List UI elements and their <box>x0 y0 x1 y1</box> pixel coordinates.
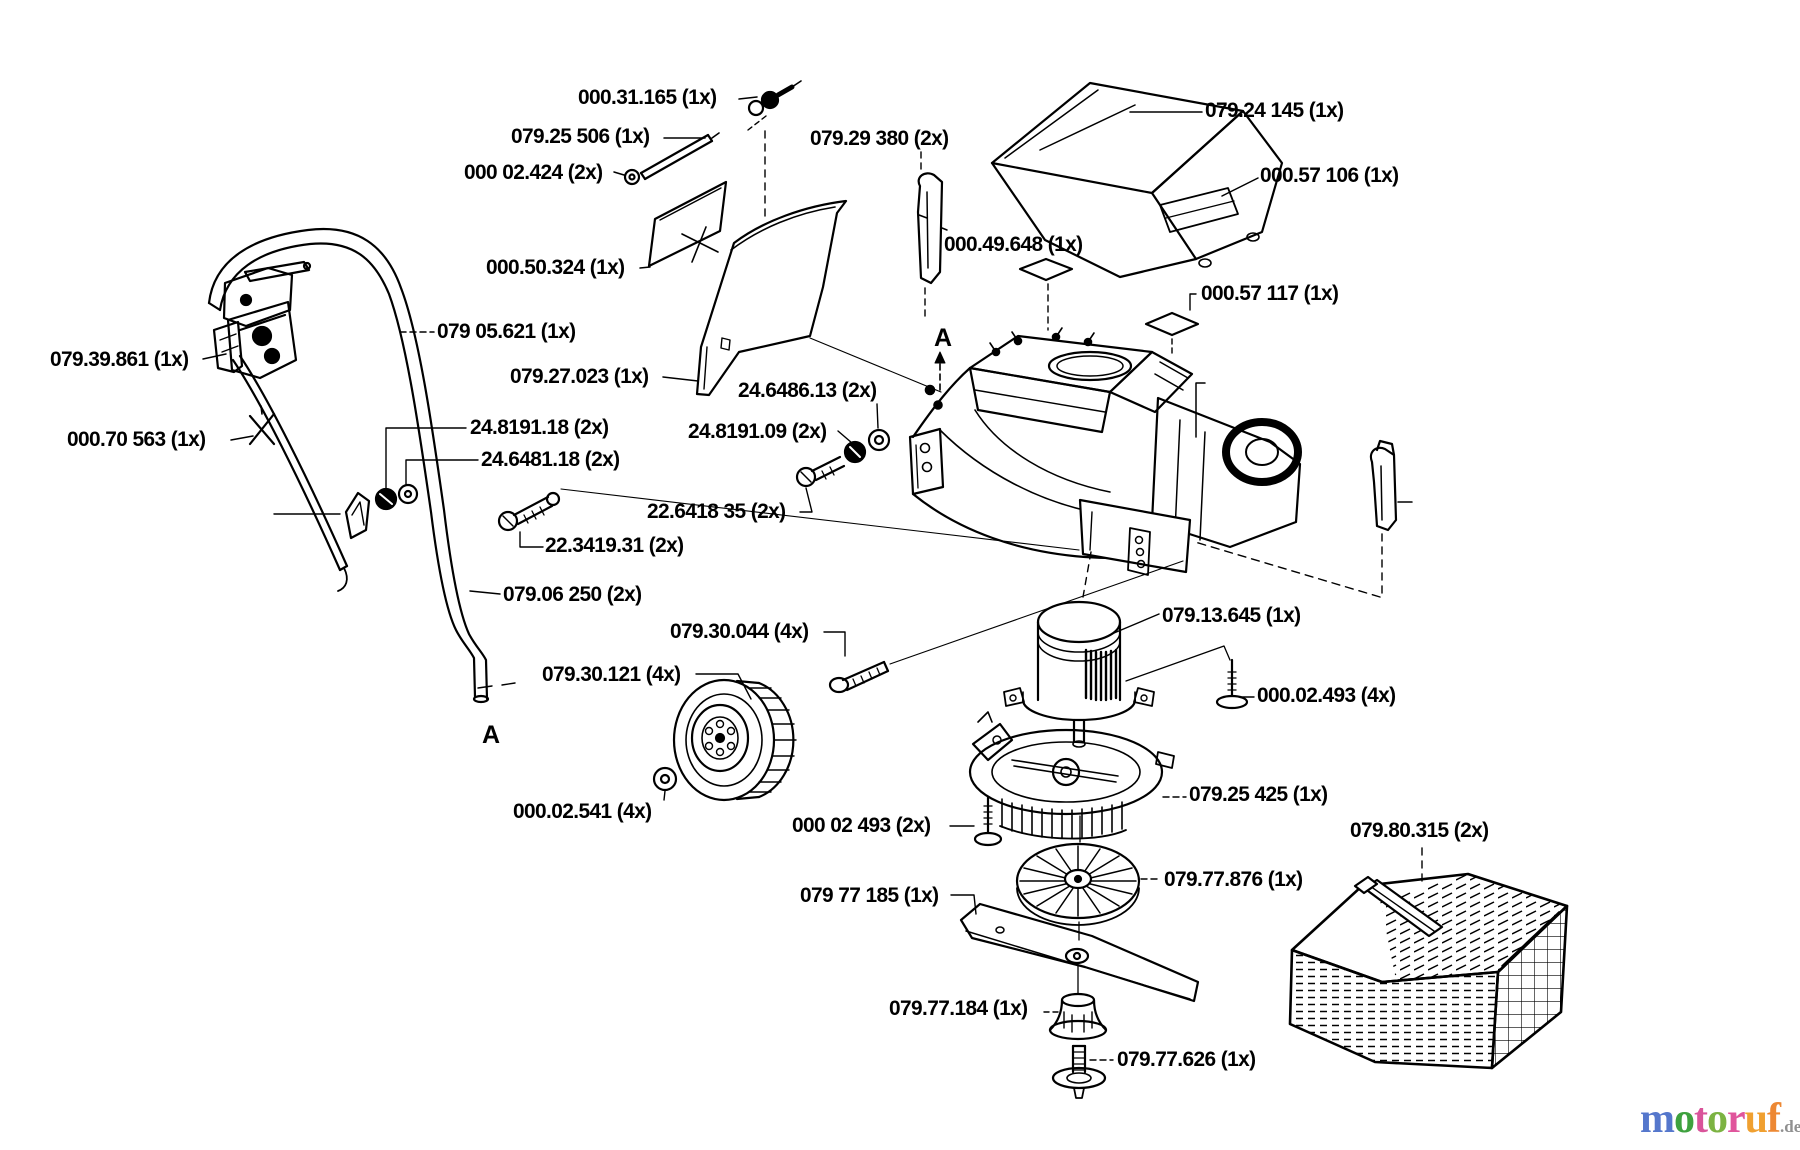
clip-079-29-379-art <box>1194 439 1398 598</box>
part-label: 079 77 185 (1x) <box>800 883 939 907</box>
watermark-suffix: .de <box>1780 1117 1800 1136</box>
part-label: 000.49.648 (1x) <box>944 232 1083 256</box>
switch-housing-art <box>212 260 312 380</box>
part-label: 079.13.645 (1x) <box>1162 603 1301 627</box>
cable-art <box>231 354 349 592</box>
part-label: 000.50.324 (1x) <box>486 255 625 279</box>
gasket-diamond-2-art <box>1144 293 1200 355</box>
part-label: 24.6481.18 (2x) <box>481 447 620 471</box>
watermark-letter: u <box>1744 1096 1768 1142</box>
deck-housing-art <box>908 327 1302 576</box>
part-label: 079.30.044 (4x) <box>670 619 809 643</box>
watermark-letter: m <box>1640 1096 1675 1142</box>
part-label: 079.39.861 (1x) <box>50 347 189 371</box>
axle-bolt-art <box>823 560 1184 694</box>
part-label: 000 02 493 (2x) <box>792 813 931 837</box>
part-label: 079.77.876 (1x) <box>1164 867 1303 891</box>
watermark-letter: o <box>1674 1096 1695 1142</box>
hood-079-24-145-art <box>990 81 1284 279</box>
blade-art <box>950 894 1200 1003</box>
blade-bolt-art <box>1051 1044 1114 1099</box>
gasket-000-50-324-art <box>647 180 728 268</box>
motor-art <box>1003 551 1160 748</box>
part-label: 079.24 145 (1x) <box>1205 98 1344 122</box>
cable-clamp-art <box>248 405 276 446</box>
wheel-washer-art <box>652 766 678 801</box>
part-label: 079.77.184 (1x) <box>889 996 1028 1020</box>
part-label: 079.80.315 (2x) <box>1350 818 1489 842</box>
part-label: 000.57 117 (1x) <box>1201 281 1339 305</box>
wedge-000-02-377-art <box>273 491 371 540</box>
screw-000-02-493-2x-art <box>949 795 1003 847</box>
watermark-letter: r <box>1727 1096 1746 1142</box>
brake-pan-art <box>968 711 1187 843</box>
bolt-22-3419-31-art <box>497 488 1080 551</box>
part-label: 22.3419.31 (2x) <box>545 533 684 557</box>
part-label: 079.25 425 (1x) <box>1189 782 1328 806</box>
part-label: 079.25 506 (1x) <box>511 124 650 148</box>
watermark-letter: t <box>1694 1096 1708 1142</box>
part-label: 000.02.493 (4x) <box>1257 683 1396 707</box>
part-label: 22.6418 35 (2x) <box>647 499 786 523</box>
section-marker-a: A <box>482 721 501 749</box>
part-label: 079.30.121 (4x) <box>542 662 681 686</box>
screw-000-31-165-art <box>747 80 802 131</box>
part-label: 000.31.165 (1x) <box>578 85 717 109</box>
wheel-art <box>672 673 797 802</box>
part-label: 079.27.023 (1x) <box>510 364 649 388</box>
part-label: 079.29 380 (2x) <box>810 126 949 150</box>
leader-lines <box>202 96 1413 595</box>
watermark-letter: f <box>1767 1096 1781 1142</box>
upper-handlebar-art <box>207 227 516 704</box>
screw-000-02-493-4x-art <box>1125 645 1255 710</box>
rod-079-25-506-art <box>639 132 720 181</box>
part-label: 000.70 563 (1x) <box>67 427 206 451</box>
section-marker-a: A <box>934 324 953 352</box>
blade-hub-art <box>1043 992 1108 1041</box>
part-label: 000 02.424 (2x) <box>464 160 603 184</box>
part-label: 24.8191.09 (2x) <box>688 419 827 443</box>
part-label: 079.06 250 (2x) <box>503 582 642 606</box>
bolt-22-6418-35-art <box>795 403 891 513</box>
part-label: 24.8191.18 (2x) <box>470 415 609 439</box>
fan-art <box>1015 842 1161 941</box>
part-label: 000.02.541 (4x) <box>513 799 652 823</box>
part-label: 000.57 106 (1x) <box>1260 163 1399 187</box>
section-marker-arrow-1 <box>934 351 946 391</box>
washer-group-handle-art <box>374 427 479 511</box>
watermark-logo: motoruf.de <box>1640 1098 1800 1148</box>
deflector-079-27-023-art <box>695 199 942 397</box>
clip-079-29-380-art <box>916 151 948 321</box>
ring-000-02-424-art <box>623 168 641 186</box>
grass-catcher-art <box>1288 847 1569 1070</box>
part-label: 079.77.626 (1x) <box>1117 1047 1256 1071</box>
watermark-letter: o <box>1707 1096 1728 1142</box>
gasket-diamond-1-art <box>1018 257 1074 331</box>
part-label: 079 05.621 (1x) <box>437 319 576 343</box>
part-label: 24.6486.13 (2x) <box>738 378 877 402</box>
